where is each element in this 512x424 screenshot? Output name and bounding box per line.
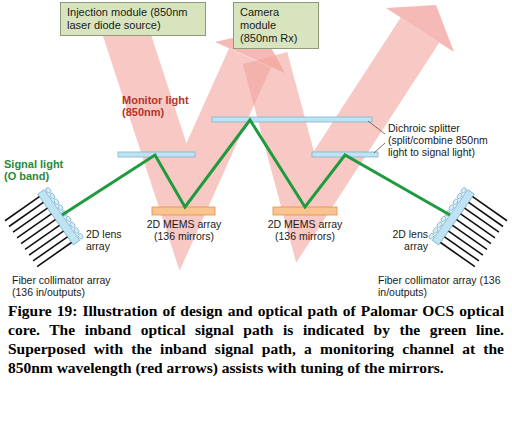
beam-arrowhead	[386, 5, 454, 52]
part-label: Dichroic splitter (split/combine 850nm l…	[388, 122, 508, 158]
lens	[448, 204, 455, 211]
part-label: Fiber collimator array (136 in/outputs)	[12, 274, 132, 298]
dichroic-splitter	[212, 117, 372, 122]
lens	[53, 198, 60, 205]
fiber	[37, 243, 71, 267]
lens	[452, 198, 459, 205]
figure-caption: Figure 19: Illustration of design and op…	[8, 301, 504, 377]
lens	[57, 204, 64, 211]
module-box: Camera module (850nm Rx)	[233, 2, 319, 49]
lens	[432, 227, 439, 234]
beam-label: Signal light (O band)	[4, 158, 74, 182]
lens	[436, 221, 443, 228]
module-label: Camera module (850nm Rx)	[240, 6, 312, 45]
part-label: 2D MEMS array (136 mirrors)	[264, 218, 346, 242]
fiber	[440, 243, 474, 267]
lens	[428, 233, 435, 240]
module-box: Injection module (850nm laser diode sour…	[60, 2, 206, 36]
lens	[440, 215, 447, 222]
part-label: 2D lens array	[376, 228, 428, 252]
lens	[456, 192, 463, 199]
part-label: 2D lens array	[86, 228, 138, 252]
lens	[69, 221, 76, 228]
fiber-collimator-array	[428, 187, 509, 269]
leader-line	[368, 121, 385, 134]
lens	[77, 233, 84, 240]
beam-label: Monitor light (850nm)	[122, 94, 194, 118]
lens	[460, 187, 467, 194]
mems-array	[152, 207, 215, 215]
lens	[45, 187, 52, 194]
fiber-collimator-array	[3, 187, 84, 269]
part-label: Fiber collimator array (136 in/outputs)	[378, 274, 502, 298]
lens	[49, 192, 56, 199]
module-label: Injection module (850nm laser diode sour…	[67, 6, 199, 32]
lens	[73, 227, 80, 234]
part-label: 2D MEMS array (136 mirrors)	[143, 218, 225, 242]
leader-line	[374, 143, 385, 153]
lens	[65, 215, 72, 222]
